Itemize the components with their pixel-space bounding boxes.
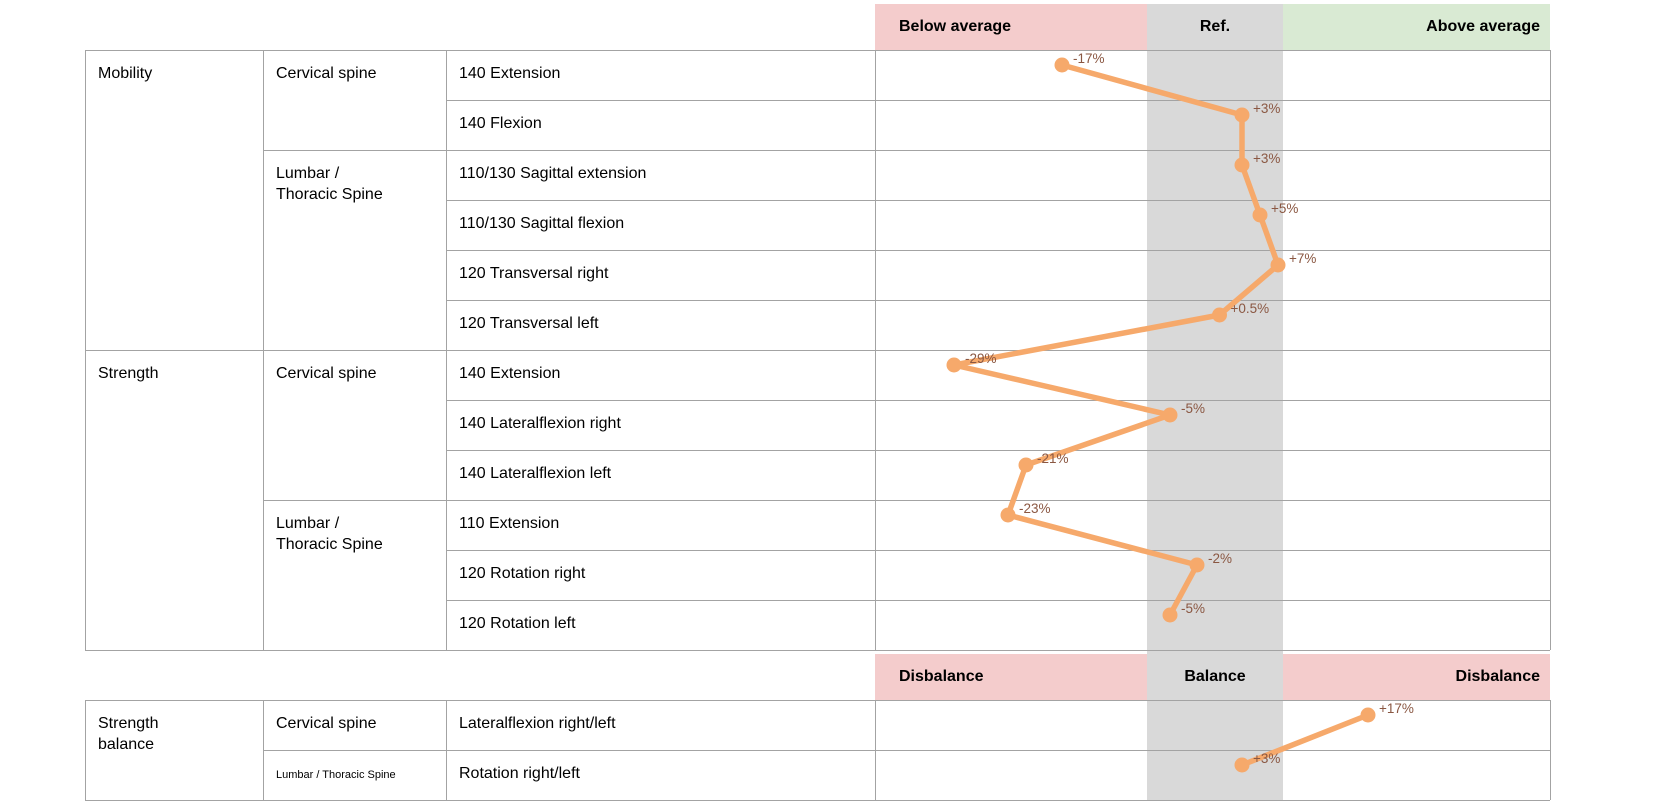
test-cell: Lateralflexion right/left (446, 700, 875, 750)
test-cell: 140 Extension (446, 50, 875, 100)
test-cell: 120 Transversal right (446, 250, 875, 300)
category-cell-strength: Strength (85, 350, 263, 650)
region-label: Cervical spine (276, 65, 377, 82)
test-label: 110/130 Sagittal extension (459, 165, 647, 182)
test-cell: 140 Lateralflexion right (446, 400, 875, 450)
data-point-label: -17% (1073, 51, 1105, 66)
test-cell: 120 Rotation left (446, 600, 875, 650)
data-point (1018, 457, 1034, 473)
category-label: Mobility (98, 65, 153, 82)
region-label: Lumbar / Thoracic Spine (276, 515, 383, 553)
data-point-label: +17% (1379, 701, 1414, 716)
region-label: Cervical spine (276, 365, 377, 382)
test-label: 140 Extension (459, 65, 561, 82)
below-average-band: Below average (875, 4, 1147, 50)
test-cell: 120 Transversal left (446, 300, 875, 350)
disbalance-right-label: Disbalance (1455, 668, 1540, 685)
above-average-label: Above average (1426, 18, 1540, 35)
category-cell-mobility: Mobility (85, 50, 263, 350)
region-label: Lumbar / Thoracic Spine (276, 769, 396, 781)
test-label: 120 Transversal right (459, 265, 609, 282)
region-label: Lumbar / Thoracic Spine (276, 165, 383, 203)
test-cell: 140 Lateralflexion left (446, 450, 875, 500)
test-cell: 110/130 Sagittal extension (446, 150, 875, 200)
data-point-label: -29% (965, 351, 997, 366)
test-label: 120 Rotation right (459, 565, 586, 582)
reference-label: Ref. (1199, 18, 1231, 35)
disbalance-right-band: Disbalance (1283, 654, 1550, 700)
test-cell: 120 Rotation right (446, 550, 875, 600)
test-cell: Rotation right/left (446, 750, 875, 800)
region-label: Cervical spine (276, 715, 377, 732)
data-point (1000, 507, 1016, 523)
test-cell: 110 Extension (446, 500, 875, 550)
data-point (1360, 707, 1376, 723)
test-label: 110 Extension (459, 515, 560, 532)
test-label: 110/130 Sagittal flexion (459, 215, 625, 232)
category-cell-strength-balance: Strength balance (85, 700, 263, 800)
data-point-label: -23% (1019, 501, 1051, 516)
region-cell-mobility-lumbar: Lumbar / Thoracic Spine (263, 150, 446, 350)
balance-band: Balance (1147, 654, 1283, 700)
test-label: 120 Transversal left (459, 315, 599, 332)
region-cell-balance-lumbar: Lumbar / Thoracic Spine (263, 750, 446, 800)
test-label: Lateralflexion right/left (459, 715, 616, 732)
test-label: 140 Extension (459, 365, 561, 382)
region-cell-strength-cervical: Cervical spine (263, 350, 446, 500)
test-label: 140 Lateralflexion left (459, 465, 612, 482)
balance-label: Balance (1184, 668, 1246, 685)
below-average-label: Below average (899, 18, 1012, 35)
region-cell-strength-lumbar: Lumbar / Thoracic Spine (263, 500, 446, 650)
test-cell: 140 Extension (446, 350, 875, 400)
test-cell: 110/130 Sagittal flexion (446, 200, 875, 250)
data-point-label: +7% (1289, 251, 1316, 266)
data-point (1054, 57, 1070, 73)
test-label: 120 Rotation left (459, 615, 576, 632)
data-point (946, 357, 962, 373)
region-cell-mobility-cervical: Cervical spine (263, 50, 446, 150)
disbalance-left-band: Disbalance (875, 654, 1147, 700)
data-point-label: -21% (1037, 451, 1069, 466)
disbalance-left-label: Disbalance (899, 668, 984, 685)
test-cell: 140 Flexion (446, 100, 875, 150)
region-cell-balance-cervical: Cervical spine (263, 700, 446, 750)
reference-band-header: Ref. (1147, 4, 1283, 50)
above-average-band: Above average (1283, 4, 1550, 50)
test-label: Rotation right/left (459, 765, 580, 782)
test-label: 140 Lateralflexion right (459, 415, 621, 432)
category-label: Strength (98, 365, 159, 382)
category-label: Strength balance (98, 715, 159, 753)
test-label: 140 Flexion (459, 115, 542, 132)
